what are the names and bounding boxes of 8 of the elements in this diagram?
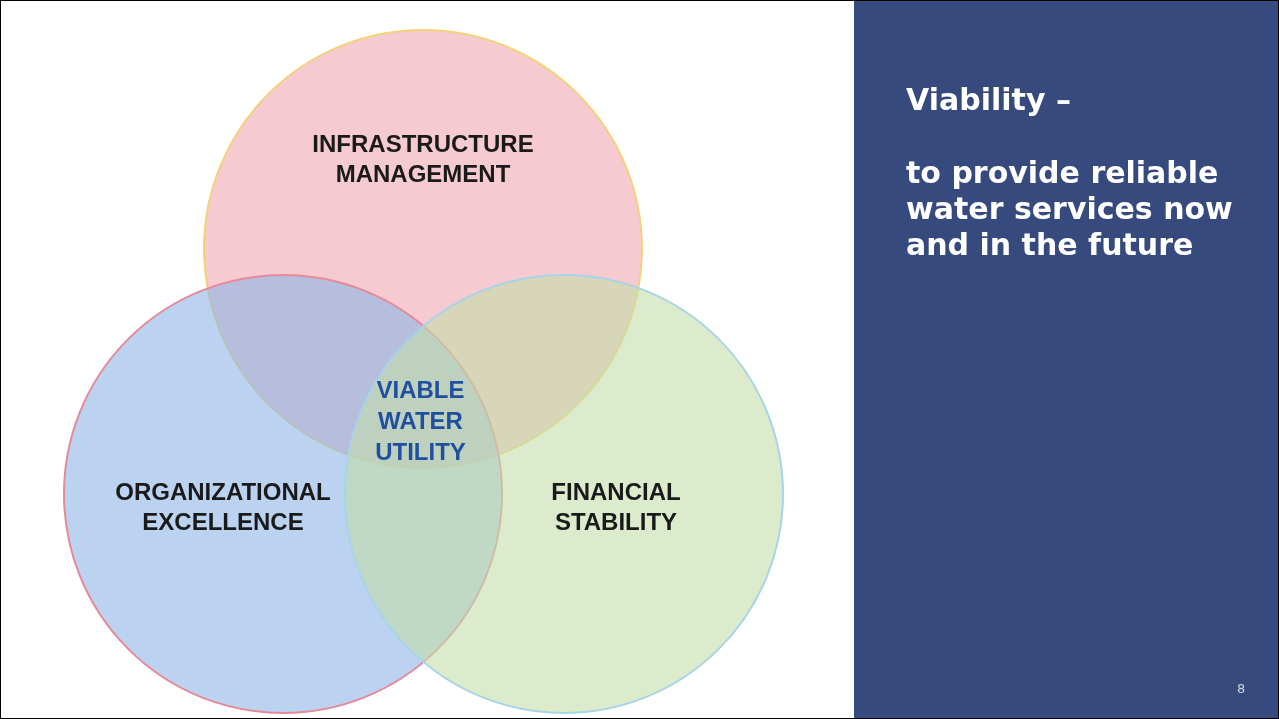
side-panel (854, 1, 1278, 718)
circle-label: FINANCIAL STABILITY (550, 477, 682, 537)
circle-label: ORGANIZATIONAL EXCELLENCE (114, 477, 332, 537)
circle-label: INFRASTRUCTURE MANAGEMENT (311, 129, 535, 189)
panel-heading: Viability – (906, 82, 1072, 118)
panel-text: to provide reliable water services now and in the future (906, 155, 1234, 263)
page-number: 8 (1237, 681, 1247, 696)
center-label: VIABLE WATER UTILITY (374, 375, 467, 467)
